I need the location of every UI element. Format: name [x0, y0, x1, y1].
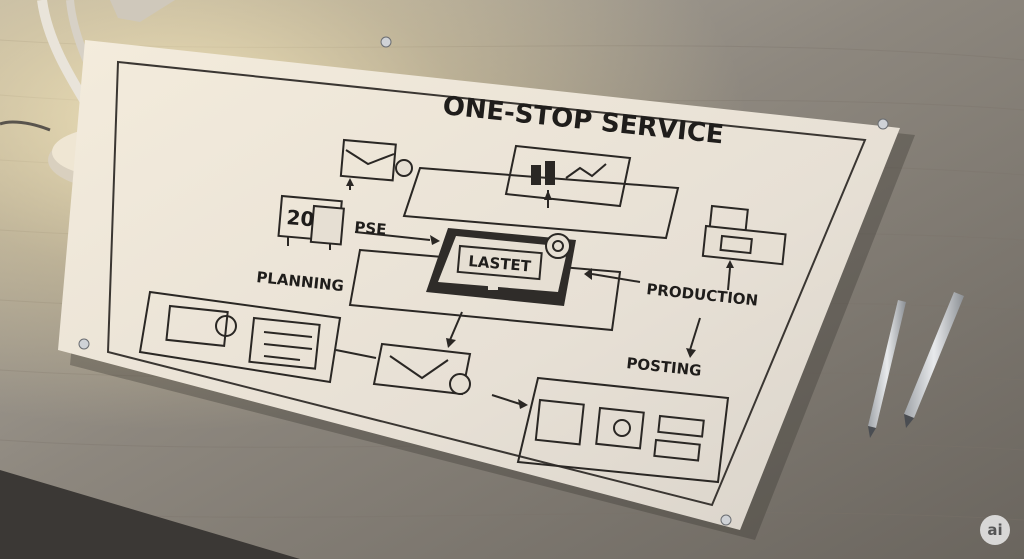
pins [78, 36, 889, 526]
mail-icon [339, 138, 413, 182]
calendar-icon [277, 194, 345, 250]
pen-left [868, 300, 906, 438]
gear-icon [545, 233, 571, 259]
calendar-number: 20 [286, 205, 316, 231]
pen-right [904, 292, 964, 428]
arrowheads [346, 178, 734, 409]
pin-left [78, 338, 90, 350]
laptop-icon [372, 342, 472, 396]
tablet-icon [426, 228, 576, 306]
desk-edge [0, 470, 300, 559]
ai-badge: ai [980, 515, 1010, 545]
tablet-screen-text: LASTET [468, 252, 533, 275]
printer-icon [701, 204, 787, 266]
pin-top-right [877, 118, 889, 130]
posting-panel [516, 376, 730, 484]
planning-panel [138, 290, 342, 384]
pin-bottom-right [720, 514, 732, 526]
monitor-chart-icon [504, 144, 632, 208]
poster-frame [106, 60, 867, 507]
label-pse: PSE [354, 218, 387, 239]
pin-top-left [380, 36, 392, 48]
